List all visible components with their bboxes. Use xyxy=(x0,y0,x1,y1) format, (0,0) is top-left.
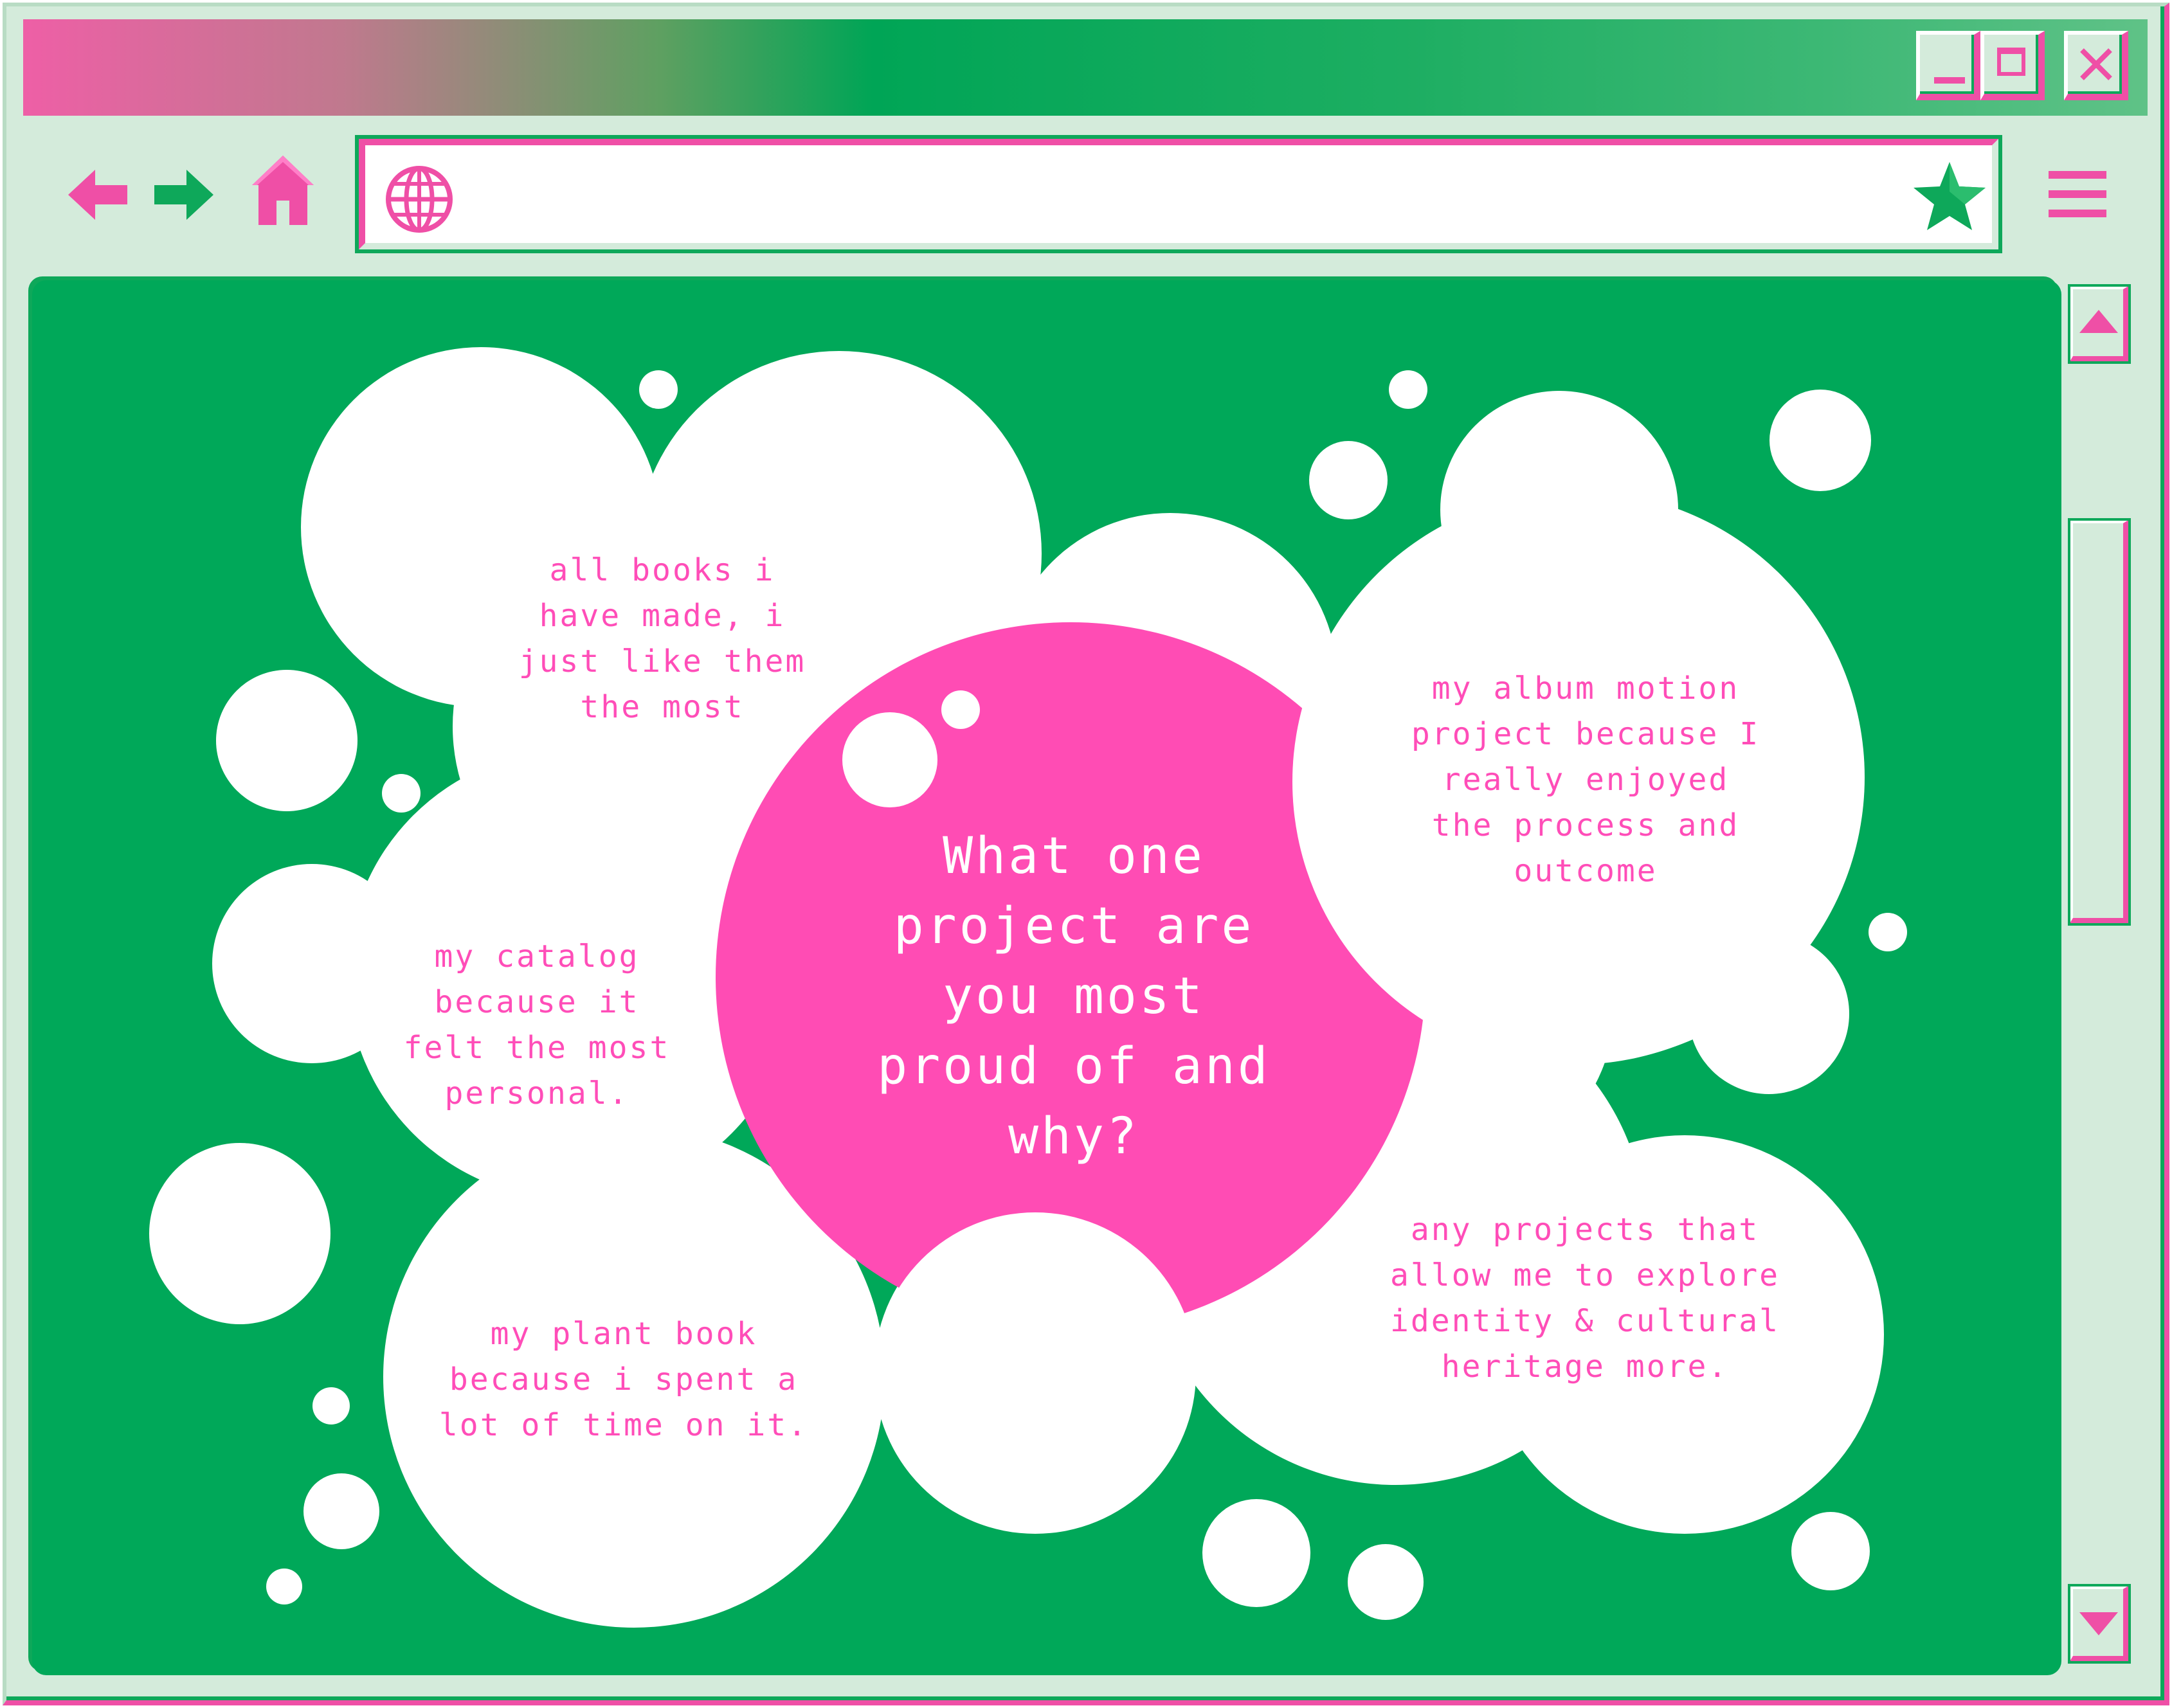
answer-books: all books i have made, i just like them … xyxy=(518,552,806,725)
dot xyxy=(1348,1544,1424,1620)
triangle-up-icon xyxy=(2079,310,2118,333)
arrow-left-icon[interactable] xyxy=(68,167,130,222)
dot xyxy=(382,774,421,813)
dot xyxy=(149,1143,330,1324)
dot xyxy=(1389,370,1427,409)
maximize-icon xyxy=(1997,48,2025,76)
dot xyxy=(1791,1512,1870,1590)
scroll-thumb[interactable] xyxy=(2068,518,2131,926)
dot xyxy=(1202,1499,1310,1607)
vertical-scrollbar[interactable] xyxy=(2067,280,2131,1675)
arrow-right-icon[interactable] xyxy=(152,167,213,222)
question-text: What one project are you most proud of a… xyxy=(877,827,1271,1165)
bubble xyxy=(1292,499,1858,1065)
bubble xyxy=(874,1212,1196,1534)
dot xyxy=(312,1387,350,1425)
dot xyxy=(1869,913,1907,951)
dot xyxy=(1769,390,1871,491)
dot xyxy=(941,690,980,729)
dot xyxy=(216,670,357,811)
address-bar[interactable] xyxy=(355,135,2002,253)
dot xyxy=(639,370,678,409)
triangle-down-icon xyxy=(2079,1612,2118,1635)
answer-album: my album motion project because I really… xyxy=(1411,670,1760,889)
answer-plant: my plant book because i spent a lot of t… xyxy=(439,1316,809,1443)
answer-identity: any projects that allow me to explore id… xyxy=(1389,1212,1780,1385)
home-icon[interactable] xyxy=(251,153,315,228)
title-bar[interactable] xyxy=(23,19,2148,116)
bubble xyxy=(212,864,412,1063)
answer-catalog: my catalog because it felt the most pers… xyxy=(403,939,671,1111)
dot xyxy=(1309,441,1388,519)
scroll-down-button[interactable] xyxy=(2068,1584,2131,1664)
maximize-button[interactable] xyxy=(1980,31,2045,100)
bubble xyxy=(1485,1135,1884,1534)
close-button[interactable] xyxy=(2064,31,2128,100)
scroll-up-button[interactable] xyxy=(2068,284,2131,364)
dot xyxy=(266,1569,302,1605)
globe-icon xyxy=(386,166,453,233)
bubble xyxy=(383,1126,885,1628)
dot xyxy=(303,1473,379,1549)
star-icon[interactable] xyxy=(1911,159,1988,233)
minimize-button[interactable] xyxy=(1916,31,1980,100)
minimize-icon xyxy=(1934,77,1965,84)
close-icon xyxy=(2080,48,2112,80)
hamburger-menu-icon[interactable] xyxy=(2049,168,2106,220)
dot xyxy=(842,712,937,807)
